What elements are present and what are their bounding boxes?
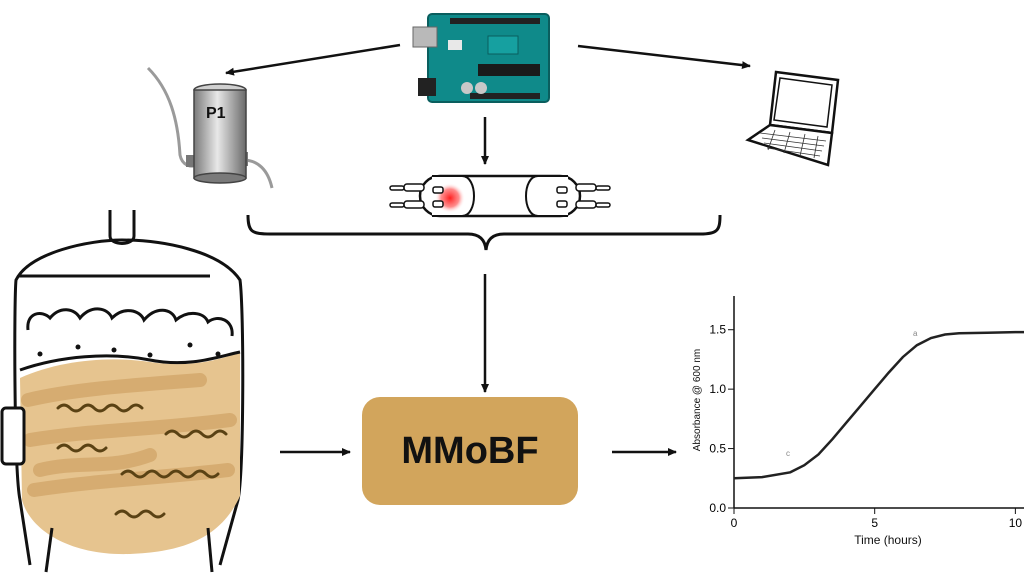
x-tick-label: 5	[871, 516, 878, 530]
arrow-to-laptop	[577, 44, 751, 70]
y-tick-label: 1.5	[709, 323, 726, 337]
x-tick-label: 10	[1009, 516, 1023, 530]
annotation-c: c	[786, 449, 790, 458]
mmobf-label: MMoBF	[401, 429, 539, 472]
grouping-brace	[246, 214, 722, 251]
y-axis-label: Absorbance @ 600 nm	[692, 349, 703, 451]
x-axis-label: Time (hours)	[854, 533, 922, 547]
mmobf-process-box: MMoBF	[362, 397, 578, 505]
series-line	[733, 330, 1024, 480]
led-sensor-icon	[389, 174, 611, 218]
y-tick-label: 0.0	[709, 501, 726, 515]
laptop-icon	[745, 70, 840, 167]
arduino-board-icon	[412, 13, 550, 103]
pump-icon	[146, 66, 274, 189]
arrow-to-pump	[225, 43, 401, 76]
bioreactor-icon	[0, 210, 245, 573]
growth-curve-chart: 0 5 10 0.0 0.5 1.0 1.5 c a Time (hours) Absorb…	[692, 296, 1024, 547]
y-tick-label: 0.5	[709, 442, 726, 456]
x-tick-label: 0	[731, 516, 738, 530]
pump-label: P1	[206, 105, 226, 122]
y-tick-label: 1.0	[709, 382, 726, 396]
annotation-a: a	[913, 329, 918, 338]
